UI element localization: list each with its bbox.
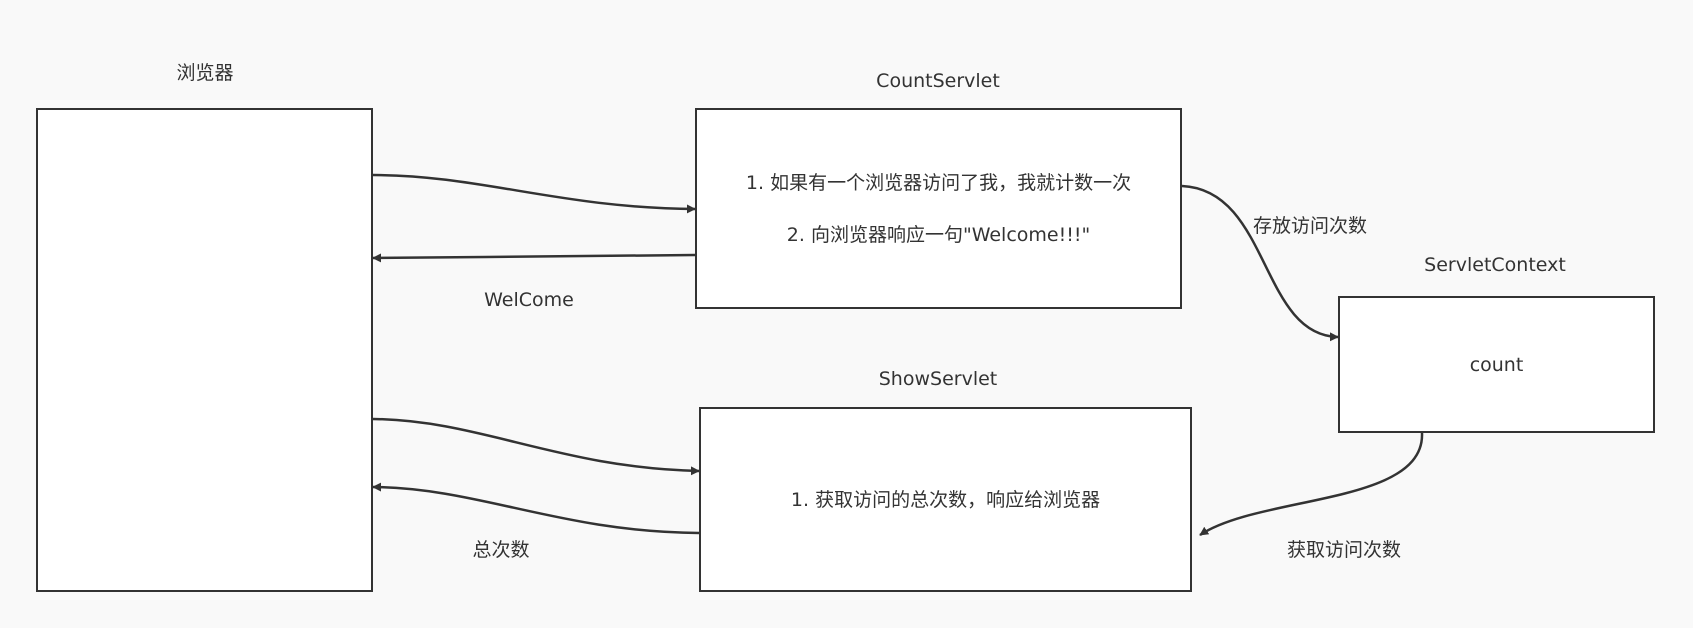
- servlet-context-box: count: [1338, 296, 1655, 433]
- edge-context-to-show: [1199, 432, 1424, 537]
- edge-label-get-count: 获取访问次数: [1286, 539, 1402, 561]
- servlet-context-title: ServletContext: [1424, 254, 1566, 276]
- show-servlet-box: 1. 获取访问的总次数，响应给浏览器: [699, 407, 1192, 592]
- show-servlet-line-1: 1. 获取访问的总次数，响应给浏览器: [790, 488, 1101, 511]
- count-servlet-box: 1. 如果有一个浏览器访问了我，我就计数一次 2. 向浏览器响应一句"Welco…: [695, 108, 1182, 309]
- edge-label-store-count: 存放访问次数: [1252, 215, 1368, 237]
- browser-box: [36, 108, 373, 592]
- edge-show-to-browser: [372, 482, 700, 535]
- edge-browser-to-show: [372, 417, 700, 476]
- show-servlet-title: ShowServlet: [878, 368, 998, 390]
- edge-label-total-count: 总次数: [472, 539, 530, 561]
- count-servlet-title: CountServlet: [876, 70, 1000, 92]
- edge-count-to-browser: [372, 253, 696, 263]
- edge-label-welcome: WelCome: [484, 289, 574, 311]
- count-servlet-line-1: 1. 如果有一个浏览器访问了我，我就计数一次: [745, 171, 1132, 194]
- servlet-context-text: count: [1469, 353, 1524, 376]
- count-servlet-line-2: 2. 向浏览器响应一句"Welcome!!!": [786, 223, 1091, 246]
- edge-count-to-context: [1181, 184, 1339, 342]
- edge-browser-to-count: [372, 173, 696, 214]
- browser-title: 浏览器: [176, 62, 234, 84]
